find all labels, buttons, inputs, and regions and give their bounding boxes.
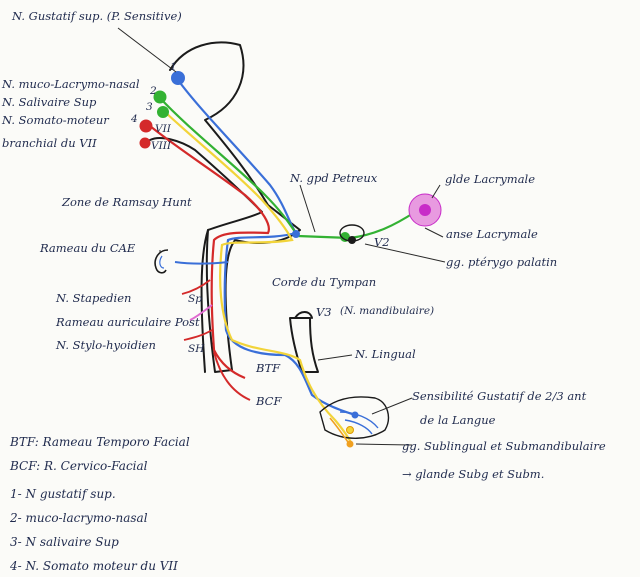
legend: BTF: Rameau Temporo Facial BCF: R. Cervi… bbox=[9, 435, 190, 573]
fiber-green bbox=[159, 97, 416, 240]
legend-line-2: 1- N gustatif sup. bbox=[10, 487, 116, 501]
label-branchial-vii: branchial du VII bbox=[2, 136, 97, 150]
label-n-stylo-hyoidien: N. Stylo-hyoidien bbox=[55, 338, 156, 352]
label-n-lingual: N. Lingual bbox=[354, 347, 416, 361]
label-n2: 2 bbox=[149, 85, 157, 97]
label-zone-ramsay-hunt: Zone de Ramsay Hunt bbox=[61, 195, 192, 209]
label-sh: SH bbox=[188, 343, 205, 355]
legend-line-5: 4- N. Somato moteur du VII bbox=[9, 559, 178, 573]
label-n-mandibulaire: (N. mandibulaire) bbox=[340, 305, 434, 317]
legend-line-3: 2- muco-lacrymo-nasal bbox=[9, 511, 148, 525]
label-sp: Sp bbox=[188, 293, 202, 305]
nerve-fibers bbox=[149, 79, 416, 446]
leader-lines bbox=[117, 27, 446, 446]
fiber-yellow bbox=[164, 111, 354, 446]
label-corde-du-tympan: Corde du Tympan bbox=[272, 275, 376, 289]
label-glandes-sub: → glande Subg et Subm. bbox=[402, 467, 544, 481]
label-rameau-auriculaire-post: Rameau auriculaire Post bbox=[55, 315, 200, 329]
label-viii: VIII bbox=[151, 140, 172, 152]
tongue-outline bbox=[319, 396, 390, 439]
node-green-2 bbox=[157, 106, 169, 118]
node-geniculate bbox=[292, 230, 300, 238]
nuclei bbox=[139, 71, 442, 448]
label-anse-lacrymale: anse Lacrymale bbox=[446, 227, 538, 241]
node-red-1 bbox=[139, 119, 153, 133]
fiber-red bbox=[149, 125, 270, 380]
label-vii: VII bbox=[155, 123, 172, 135]
label-n4: 4 bbox=[130, 113, 138, 125]
label-gustatif-sup: N. Gustatif sup. (P. Sensitive) bbox=[11, 9, 182, 23]
label-n1: 1 bbox=[170, 61, 177, 73]
label-v2: V2 bbox=[374, 235, 390, 249]
label-somato-moteur: N. Somato-moteur bbox=[1, 113, 110, 127]
label-n-gpd-petreux: N. gpd Petreux bbox=[289, 171, 378, 185]
label-muco-lacrymo-nasal: N. muco-Lacrymo-nasal bbox=[1, 77, 140, 91]
label-de-la-langue: de la Langue bbox=[420, 413, 496, 427]
fiber-blue bbox=[177, 79, 356, 417]
node-tongue-1 bbox=[351, 411, 359, 419]
label-n3: 3 bbox=[146, 101, 153, 113]
node-red-2 bbox=[139, 137, 151, 149]
label-gg-sublingual: gg. Sublingual et Submandibulaire bbox=[402, 439, 606, 453]
node-pterygo-1 bbox=[340, 232, 350, 242]
label-v3: V3 bbox=[316, 305, 332, 319]
node-pterygo-2 bbox=[348, 236, 356, 244]
ear-icon bbox=[154, 249, 169, 274]
label-n-stapedien: N. Stapedien bbox=[55, 291, 131, 305]
node-sublingual bbox=[346, 440, 354, 448]
label-salivaire-sup: N. Salivaire Sup bbox=[1, 95, 97, 109]
label-rameau-cae: Rameau du CAE bbox=[39, 241, 136, 255]
label-gg-pterygo-palatin: gg. ptérygo palatin bbox=[446, 255, 557, 269]
node-green-1 bbox=[153, 90, 167, 104]
label-bcf: BCF bbox=[255, 394, 282, 408]
node-tongue-2 bbox=[346, 426, 354, 434]
label-glde-lacrymale: glde Lacrymale bbox=[445, 172, 535, 186]
legend-line-1: BCF: R. Cervico-Facial bbox=[9, 459, 148, 473]
label-sensibilite-gustatif: Sensibilité Gustatif de 2/3 ant bbox=[412, 389, 587, 403]
node-blue bbox=[171, 71, 185, 85]
legend-line-0: BTF: Rameau Temporo Facial bbox=[9, 435, 190, 449]
legend-line-4: 3- N salivaire Sup bbox=[10, 535, 119, 549]
label-btf: BTF bbox=[255, 361, 281, 375]
